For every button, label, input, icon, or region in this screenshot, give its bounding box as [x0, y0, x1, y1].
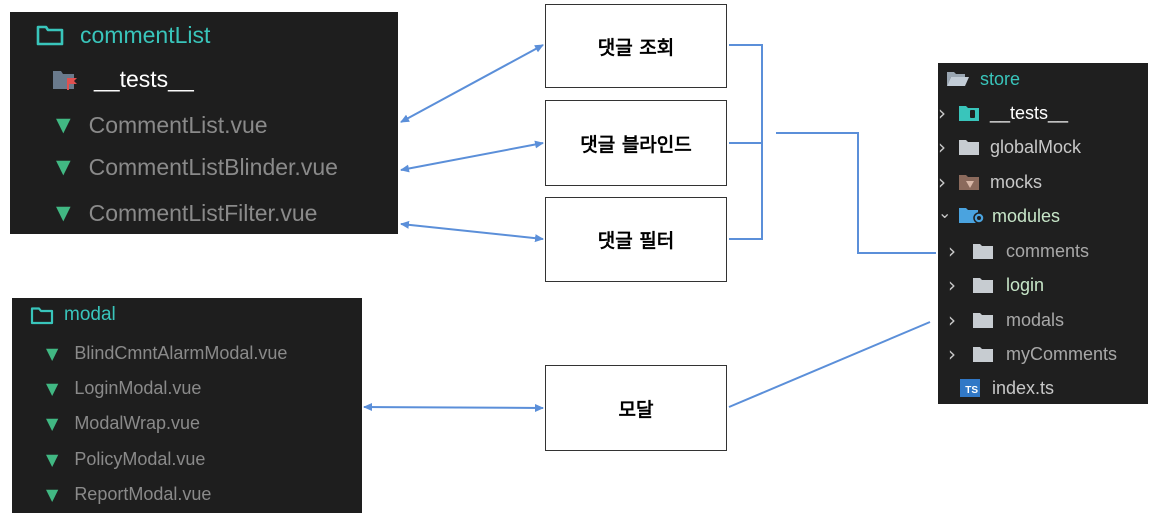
folder-label: modules: [992, 205, 1061, 226]
folder-outline-icon: [36, 25, 64, 46]
arrow-modal: [363, 403, 544, 412]
file-item[interactable]: ▼ LoginModal.vue: [46, 375, 201, 401]
folder-icon: [959, 140, 979, 155]
comment-blind-box: 댓글 블라인드: [545, 100, 727, 186]
link-to-modals: [728, 321, 931, 408]
chevron-right-icon: ›: [948, 342, 956, 366]
chevron-right-icon: ›: [938, 170, 946, 194]
file-label: ModalWrap.vue: [74, 412, 201, 433]
file-label: CommentList.vue: [88, 111, 268, 138]
tree-item-login-folder[interactable]: › login: [948, 272, 1044, 298]
arrow-blind: [400, 140, 544, 173]
folder-label: commentList: [80, 21, 211, 48]
tree-item-commentlist-folder[interactable]: commentList: [36, 20, 210, 50]
folder-label: mocks: [990, 171, 1043, 192]
chevron-right-icon: ›: [938, 101, 946, 125]
tree-item-modals-folder[interactable]: › modals: [948, 307, 1064, 333]
file-label: index.ts: [992, 377, 1055, 398]
folder-label: login: [1006, 274, 1045, 295]
tests-folder-icon: [959, 106, 979, 121]
file-item[interactable]: ▼ PolicyModal.vue: [46, 446, 205, 472]
folder-label: store: [980, 68, 1021, 89]
chevron-right-icon: ›: [948, 273, 956, 297]
arrow-filter: [400, 220, 544, 243]
tree-item-index-file[interactable]: TS index.ts: [960, 375, 1054, 401]
folder-icon: [973, 278, 993, 293]
tests-label: __tests__: [990, 102, 1069, 123]
vue-icon: ▼: [46, 343, 59, 363]
comment-filter-box: 댓글 필터: [545, 197, 727, 282]
chevron-down-icon: ⌄: [938, 202, 952, 222]
vue-icon: ▼: [46, 413, 59, 433]
tree-item-mocks-folder[interactable]: › mocks: [938, 169, 1042, 195]
comment-lookup-box: 댓글 조회: [545, 4, 727, 88]
tree-item-globalmock-folder[interactable]: › globalMock: [938, 134, 1081, 160]
file-item[interactable]: ▼ BlindCmntAlarmModal.vue: [46, 340, 287, 366]
folder-label: modals: [1006, 309, 1065, 330]
chevron-right-icon: ›: [948, 308, 956, 332]
file-label: LoginModal.vue: [74, 377, 202, 398]
tree-item-modules-folder[interactable]: ⌄ modules: [938, 203, 1060, 229]
store-panel: store › __tests__ › globalMock › mocks ⌄…: [938, 63, 1148, 404]
folder-label: comments: [1006, 240, 1090, 261]
tree-item-comments-folder[interactable]: › comments: [948, 238, 1089, 264]
file-item[interactable]: ▼ CommentList.vue: [56, 110, 268, 140]
folder-outline-icon: [30, 306, 54, 324]
tests-folder-icon: [53, 71, 77, 90]
file-label: PolicyModal.vue: [74, 448, 206, 469]
vue-icon: ▼: [56, 156, 71, 178]
vue-icon: ▼: [46, 378, 59, 398]
modal-panel: modal ▼ BlindCmntAlarmModal.vue ▼ LoginM…: [12, 298, 362, 513]
modal-box: 모달: [545, 365, 727, 451]
file-label: CommentListBlinder.vue: [88, 153, 338, 180]
folder-open-icon: [947, 72, 969, 86]
vue-icon: ▼: [56, 202, 71, 224]
file-item[interactable]: ▼ CommentListBlinder.vue: [56, 152, 338, 182]
chevron-right-icon: ›: [938, 135, 946, 159]
file-item[interactable]: ▼ ModalWrap.vue: [46, 410, 200, 436]
folder-icon: [973, 347, 993, 362]
tests-label: __tests__: [94, 65, 194, 92]
folder-label: globalMock: [990, 136, 1082, 157]
file-label: BlindCmntAlarmModal.vue: [74, 342, 288, 363]
tree-item-modal-folder[interactable]: modal: [30, 302, 116, 328]
tree-item-tests-folder[interactable]: › __tests__: [938, 100, 1068, 126]
mocks-folder-icon: [959, 175, 979, 190]
tree-item-store-folder[interactable]: store: [946, 66, 1020, 92]
modules-folder-icon: [959, 208, 985, 224]
file-label: ReportModal.vue: [74, 483, 212, 504]
file-label: CommentListFilter.vue: [88, 199, 318, 226]
file-item[interactable]: ▼ CommentListFilter.vue: [56, 198, 317, 228]
file-item[interactable]: ▼ ReportModal.vue: [46, 481, 211, 507]
arrow-lookup: [400, 44, 544, 123]
commentlist-panel: commentList __tests__ ▼ CommentList.vue …: [10, 12, 398, 234]
typescript-icon: TS: [960, 379, 980, 397]
tree-item-tests-folder[interactable]: __tests__: [52, 64, 194, 94]
vue-icon: ▼: [46, 484, 59, 504]
link-to-modules: [776, 132, 936, 254]
folder-label: modal: [64, 304, 116, 325]
chevron-right-icon: ›: [948, 239, 956, 263]
bracket: [729, 44, 763, 240]
folder-icon: [973, 244, 993, 259]
tree-item-mycomments-folder[interactable]: › myComments: [948, 341, 1117, 367]
folder-label: myComments: [1006, 343, 1118, 364]
folder-icon: [973, 313, 993, 328]
vue-icon: ▼: [46, 449, 59, 469]
vue-icon: ▼: [56, 114, 71, 136]
